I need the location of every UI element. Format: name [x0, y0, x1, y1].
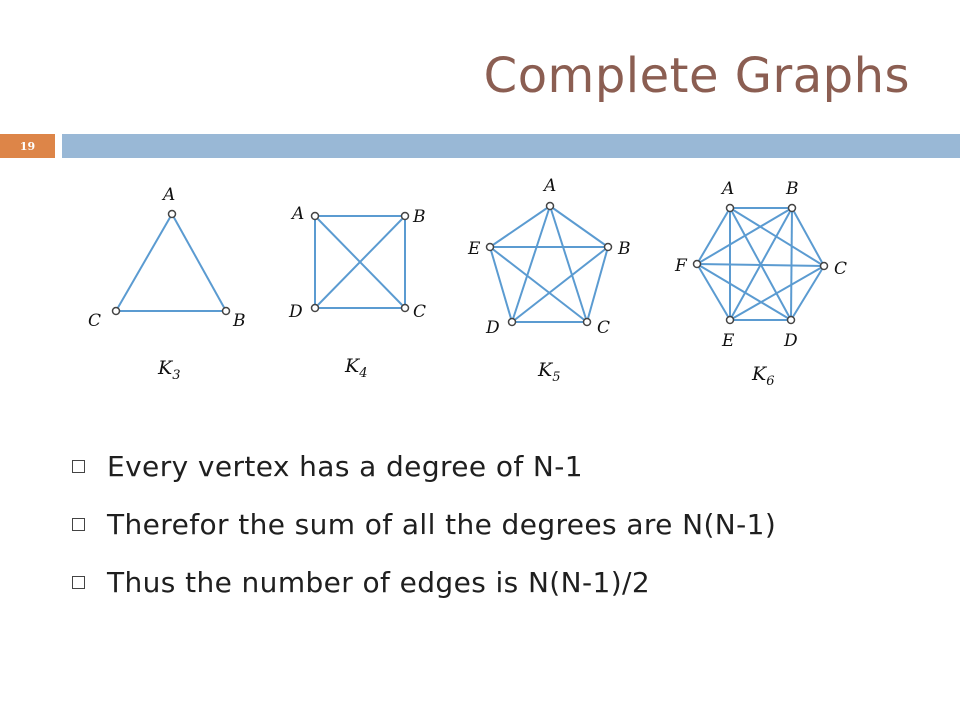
k3-label-a: A: [161, 185, 175, 205]
k6-label-a: A: [720, 179, 734, 199]
k4-edges: [314, 215, 406, 309]
square-bullet-icon: [72, 517, 85, 531]
k4-label-c: C: [413, 302, 426, 322]
k3-edges: [115, 213, 227, 312]
k6-edges: [696, 207, 825, 321]
k6-label-f: F: [674, 256, 688, 276]
k5-label-a: A: [542, 176, 556, 196]
k3-label-b: B: [232, 311, 246, 331]
k3-label-c: C: [88, 311, 101, 331]
title-rule: [62, 134, 960, 158]
square-bullet-icon: [72, 459, 85, 473]
k5-name: K5: [537, 359, 560, 385]
bullet-item: Thus the number of edges is N(N-1)/2: [72, 562, 776, 602]
square-bullet-icon: [72, 575, 85, 589]
k3-name: K3: [157, 357, 180, 383]
k6-label-e: E: [721, 331, 735, 351]
bullet-text: Every vertex has a degree of N-1: [107, 449, 583, 483]
k6-label-b: B: [785, 179, 799, 199]
k4-label-d: D: [288, 302, 303, 322]
bullet-item: Therefor the sum of all the degrees are …: [72, 504, 776, 544]
k4-name: K4: [344, 355, 367, 381]
k6-label-c: C: [834, 259, 847, 279]
bullet-text: Thus the number of edges is N(N-1)/2: [107, 565, 651, 599]
bullet-list: Every vertex has a degree of N-1 Therefo…: [72, 446, 776, 602]
slide-title: Complete Graphs: [483, 48, 910, 104]
bullet-text: Therefor the sum of all the degrees are …: [107, 507, 777, 541]
k5-edges: [489, 205, 609, 323]
complete-graphs-figure: A B C K3 A B C D K4 A B C D E K5 A B C D…: [88, 176, 847, 389]
k6-name: K6: [751, 363, 774, 389]
k5-label-b: B: [617, 239, 631, 259]
slide-number: 19: [0, 134, 55, 158]
k5-label-d: D: [485, 318, 500, 338]
k5-label-c: C: [597, 318, 610, 338]
bullet-item: Every vertex has a degree of N-1: [72, 446, 776, 486]
k4-label-b: B: [412, 207, 426, 227]
k4-label-a: A: [290, 204, 304, 224]
k6-label-d: D: [783, 331, 798, 351]
k5-label-e: E: [467, 239, 481, 259]
